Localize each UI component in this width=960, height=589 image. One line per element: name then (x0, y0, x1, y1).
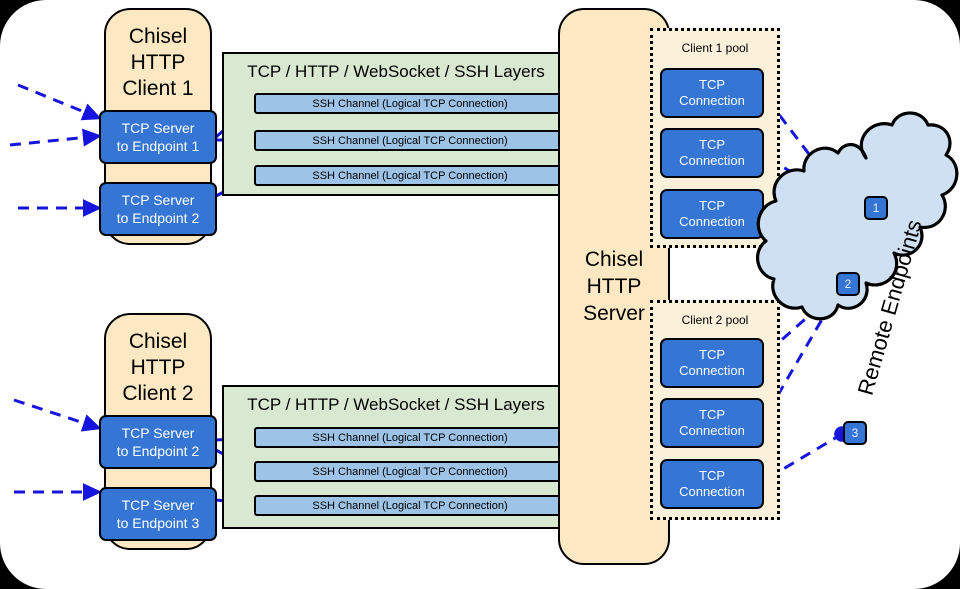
remote-endpoint-3[interactable]: 3 (843, 421, 867, 445)
pool2-conn1-line1: TCP (699, 347, 725, 362)
client1-layer-label: TCP / HTTP / WebSocket / SSH Layers (247, 62, 545, 81)
pool1-conn2-line1: TCP (699, 137, 725, 152)
client1-ssh-channel-1[interactable]: SSH Channel (Logical TCP Connection) (254, 93, 566, 114)
pool1-tcp-connection-3[interactable]: TCP Connection (660, 189, 764, 239)
client2-tcp-server-to-endpoint-2[interactable]: TCP Server to Endpoint 2 (99, 415, 217, 469)
pool2-conn3-line2: Connection (679, 484, 745, 499)
client1-ssh-channel-3[interactable]: SSH Channel (Logical TCP Connection) (254, 165, 566, 186)
client1-tcp-server-2-line2: to Endpoint 2 (116, 210, 200, 226)
pool1-conn1-line1: TCP (699, 77, 725, 92)
client1-tcp-server-to-endpoint-1[interactable]: TCP Server to Endpoint 1 (99, 110, 217, 164)
pool2-tcp-connection-1[interactable]: TCP Connection (660, 338, 764, 388)
client2-tcp-server-1-line1: TCP Server (121, 425, 195, 441)
pool1-conn1-line2: Connection (679, 93, 745, 108)
client2-tcp-server-1-line2: to Endpoint 2 (116, 443, 200, 459)
client1-tcp-server-to-endpoint-2[interactable]: TCP Server to Endpoint 2 (99, 182, 217, 236)
pool2-tcp-connection-3[interactable]: TCP Connection (660, 459, 764, 509)
client2-tcp-server-2-line2: to Endpoint 3 (116, 515, 200, 531)
server-title-line-3: Server (583, 302, 645, 325)
client1-tcp-server-1-line2: to Endpoint 1 (116, 138, 200, 154)
client2-title-line-1: Chisel (128, 330, 188, 353)
pool2-conn2-line1: TCP (699, 407, 725, 422)
client1-ssh-channel-2[interactable]: SSH Channel (Logical TCP Connection) (254, 130, 566, 151)
pool2-conn1-line2: Connection (679, 363, 745, 378)
client2-tcp-server-2-line1: TCP Server (121, 497, 195, 513)
client2-title-line-2: HTTP (130, 356, 186, 379)
client-1-pool-label: Client 1 pool (681, 41, 749, 55)
client1-tcp-server-2-line1: TCP Server (121, 192, 195, 208)
client2-layer-label: TCP / HTTP / WebSocket / SSH Layers (247, 395, 545, 414)
pool1-conn2-line2: Connection (679, 153, 745, 168)
pool2-conn3-line1: TCP (699, 468, 725, 483)
client1-title-line-2: HTTP (130, 51, 186, 74)
client1-tcp-server-1-line1: TCP Server (121, 120, 195, 136)
client1-title-line-1: Chisel (128, 25, 188, 48)
pool2-tcp-connection-2[interactable]: TCP Connection (660, 398, 764, 448)
pool2-conn2-line2: Connection (679, 423, 745, 438)
pool1-conn3-line1: TCP (699, 198, 725, 213)
server-title-line-1: Chisel (584, 248, 644, 271)
pool1-tcp-connection-1[interactable]: TCP Connection (660, 68, 764, 118)
pool1-tcp-connection-2[interactable]: TCP Connection (660, 128, 764, 178)
client2-ssh-channel-1[interactable]: SSH Channel (Logical TCP Connection) (254, 427, 566, 448)
client2-title-line-3: Client 2 (122, 382, 194, 405)
client2-tcp-server-to-endpoint-3[interactable]: TCP Server to Endpoint 3 (99, 487, 217, 541)
client2-ssh-channel-3[interactable]: SSH Channel (Logical TCP Connection) (254, 495, 566, 516)
client1-title-line-3: Client 1 (122, 77, 194, 100)
client-2-pool-label: Client 2 pool (681, 313, 749, 327)
remote-endpoint-2[interactable]: 2 (836, 272, 860, 296)
pool1-conn3-line2: Connection (679, 214, 745, 229)
remote-endpoint-1[interactable]: 1 (864, 196, 888, 220)
server-title-line-2: HTTP (586, 275, 642, 298)
client2-ssh-channel-2[interactable]: SSH Channel (Logical TCP Connection) (254, 461, 566, 482)
